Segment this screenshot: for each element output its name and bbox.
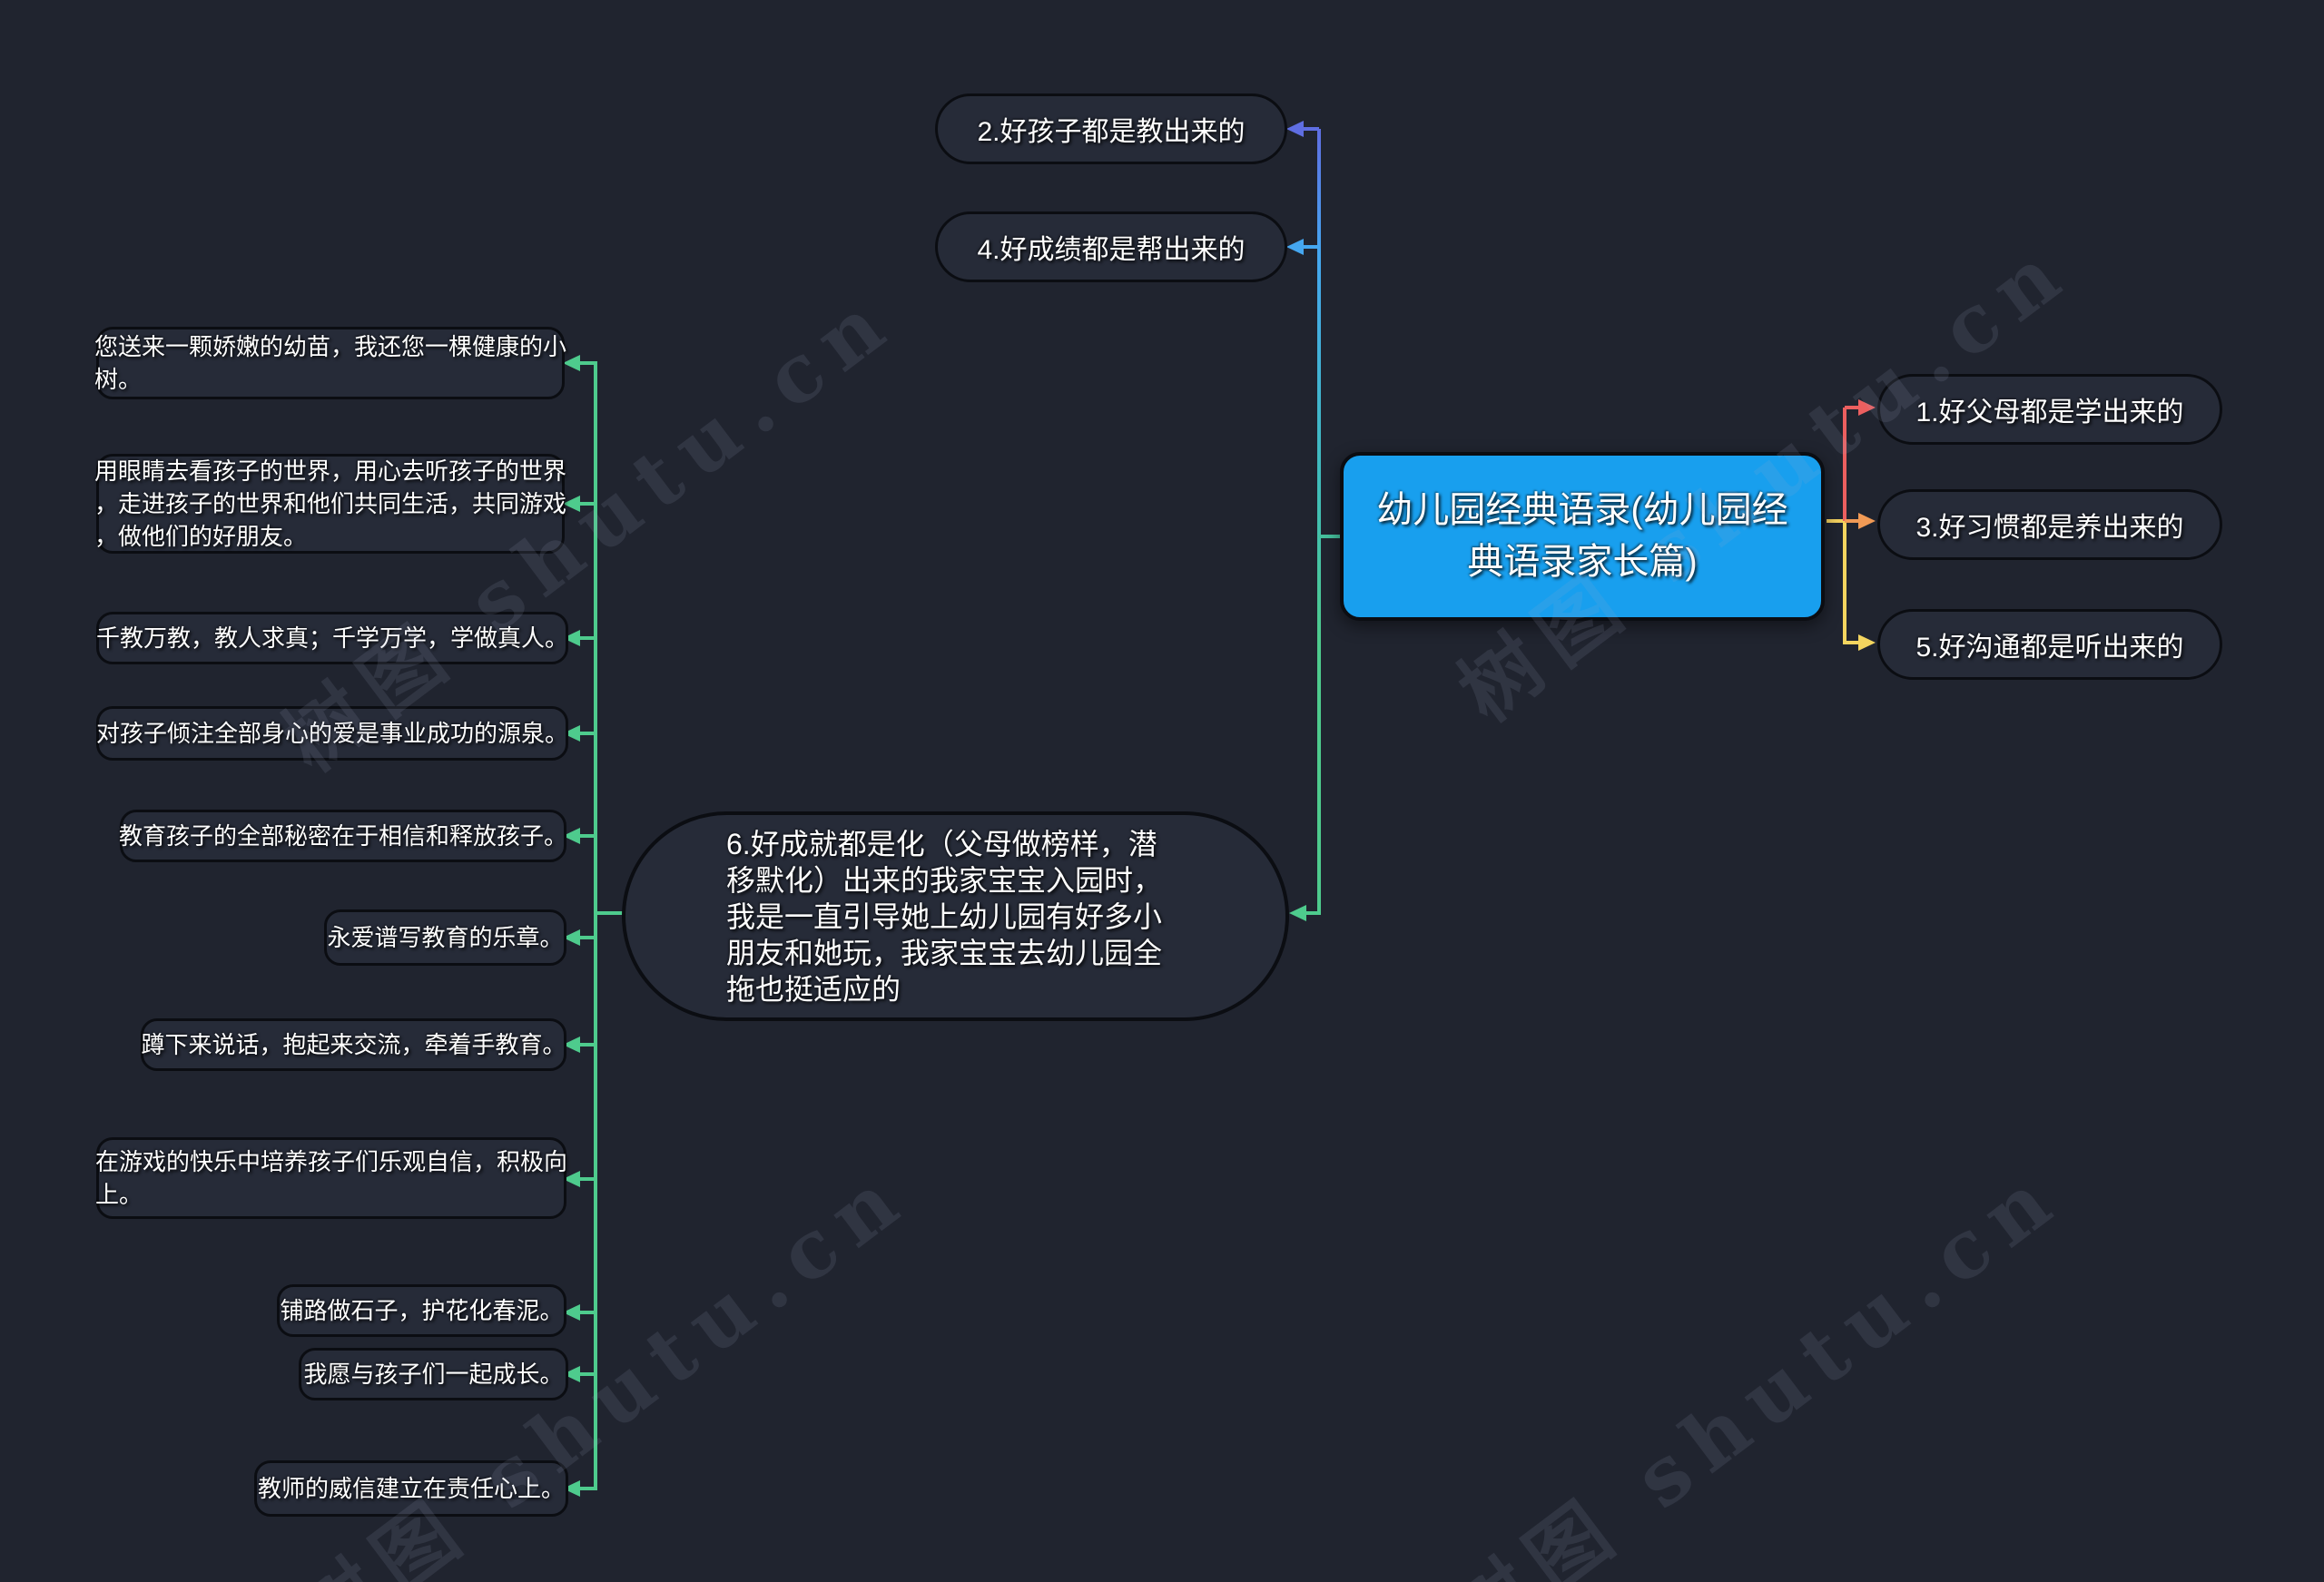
left-node-11[interactable]: 教师的威信建立在责任心上。 [254,1460,568,1517]
connector-right-5 [1845,641,1859,644]
right-node-3[interactable]: 3.好习惯都是养出来的 [1877,489,2222,560]
connector-central-left-stub [1319,535,1342,538]
connector-left-3 [577,636,597,640]
connector-right-yellow-vert [1843,521,1846,644]
left-node-4[interactable]: 对孩子倾注全部身心的爱是事业成功的源泉。 [96,706,568,761]
arrowhead-topnode-2 [1286,121,1304,137]
ellipse-node-6[interactable]: 6.好成就都是化（父母做榜样，潜 移默化）出来的我家宝宝入园时， 我是一直引导她… [622,811,1289,1021]
left-node-3[interactable]: 千教万教，教人求真；千学万学，学做真人。 [96,612,568,664]
arrowhead-left-9 [563,1304,580,1321]
watermark-bottom-right: 树图 shutu.cn [1432,1145,2079,1582]
left-node-1[interactable]: 您送来一颗娇嫩的幼苗，我还您一棵健康的小 树。 [94,327,566,399]
connector-top-spine [1317,129,1321,915]
arrowhead-topnode-4 [1286,239,1304,255]
arrowhead-left-6 [563,929,580,946]
arrowhead-left-1 [563,355,580,371]
connector-left-spine [594,363,597,1490]
arrowhead-ellipse-in [1289,905,1306,921]
connector-left-1 [577,361,597,365]
connector-right-1 [1845,406,1859,409]
connector-left-5 [577,834,597,838]
left-node-7[interactable]: 蹲下来说话，抱起来交流，牵着手教育。 [141,1018,566,1071]
connector-left-10 [577,1372,597,1376]
left-node-2[interactable]: 用眼睛去看孩子的世界，用心去听孩子的世界 ，走进孩子的世界和他们共同生活，共同游… [94,454,566,554]
connector-right-red-vert [1843,408,1846,523]
arrowhead-left-7 [563,1037,580,1053]
left-node-8[interactable]: 在游戏的快乐中培养孩子们乐观自信，积极向 上。 [95,1137,567,1219]
ellipse-node-6-label: 6.好成就都是化（父母做榜样，潜 移默化）出来的我家宝宝入园时， 我是一直引导她… [726,827,1163,1006]
left-node-9[interactable]: 铺路做石子，护花化春泥。 [277,1284,566,1337]
connector-left-6 [577,936,597,939]
connector-topnode-2 [1302,127,1319,131]
right-node-1[interactable]: 1.好父母都是学出来的 [1877,374,2222,445]
top-node-4[interactable]: 4.好成绩都是帮出来的 [935,211,1287,282]
arrowhead-left-8 [563,1171,580,1187]
connector-right-3 [1845,519,1859,523]
connector-left-2 [577,502,597,506]
connector-central-right-stub [1827,519,1846,523]
arrowhead-right-3 [1858,513,1876,529]
right-node-5[interactable]: 5.好沟通都是听出来的 [1877,609,2222,680]
connector-ellipse-in [1305,911,1321,915]
connector-left-8 [577,1177,597,1181]
top-node-2[interactable]: 2.好孩子都是教出来的 [935,93,1287,164]
central-topic-node[interactable]: 幼儿园经典语录(幼儿园经 典语录家长篇) [1340,452,1825,621]
connector-left-4 [577,732,597,735]
arrowhead-right-1 [1858,399,1876,416]
arrowhead-left-2 [563,496,580,512]
connector-spine-to-ellipse [596,911,623,915]
connector-left-9 [577,1311,597,1314]
left-node-10[interactable]: 我愿与孩子们一起成长。 [299,1348,568,1400]
left-node-5[interactable]: 教育孩子的全部秘密在于相信和释放孩子。 [119,810,567,862]
arrowhead-right-5 [1858,634,1876,651]
arrowhead-left-5 [563,828,580,844]
connector-topnode-4 [1302,245,1319,249]
connector-left-11 [577,1487,597,1490]
connector-left-7 [577,1043,597,1046]
left-node-6[interactable]: 永爱谱写教育的乐章。 [324,909,566,966]
